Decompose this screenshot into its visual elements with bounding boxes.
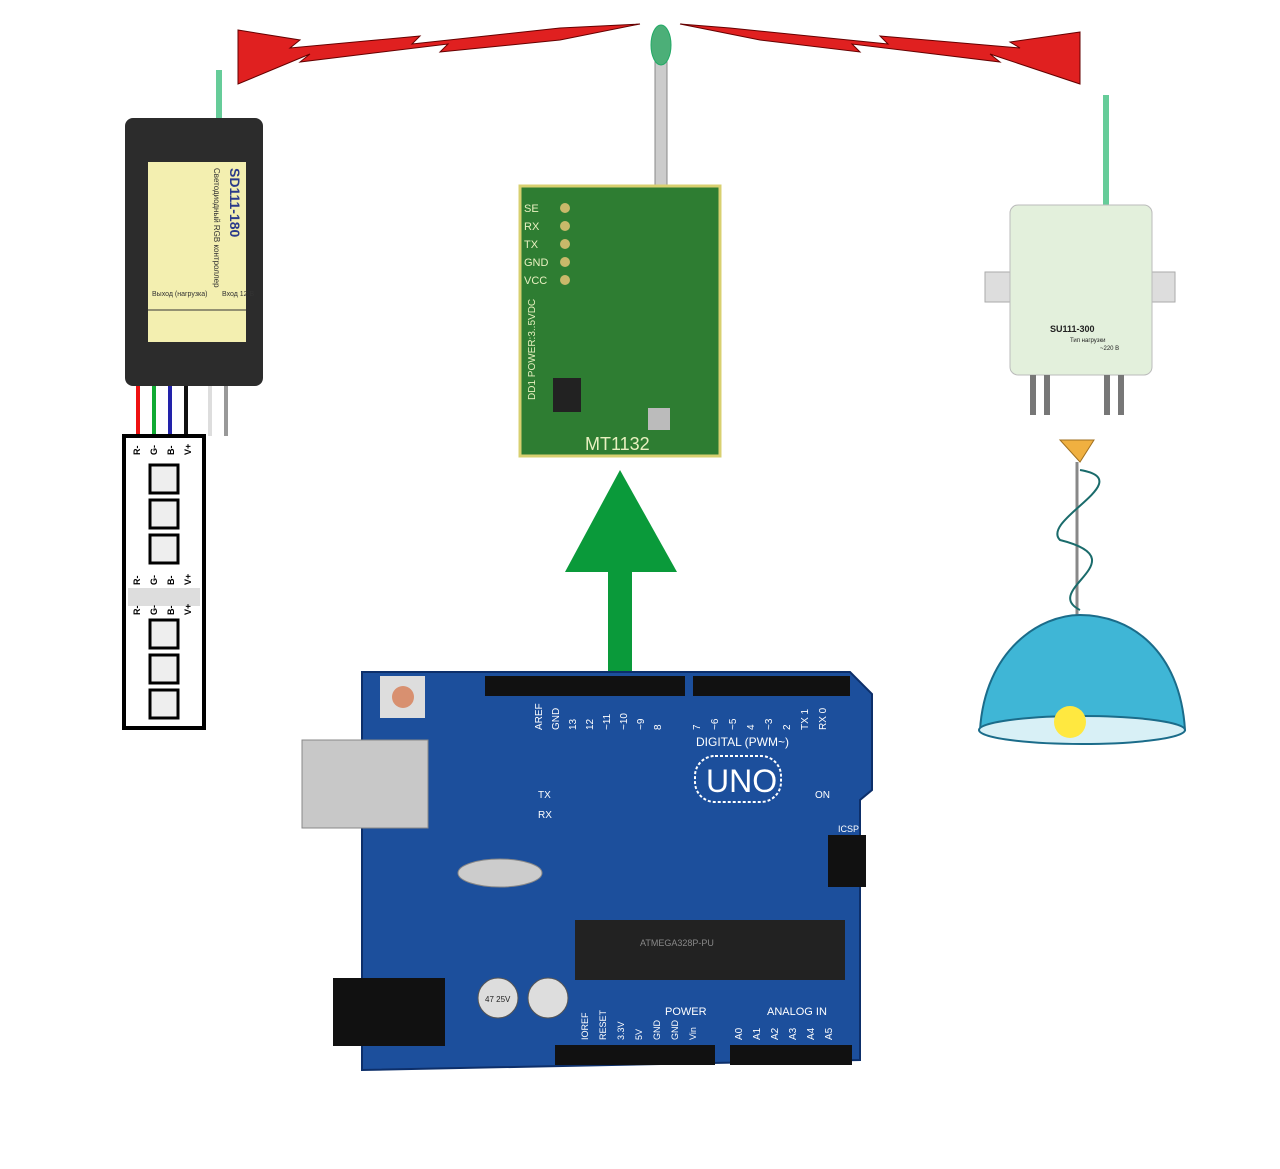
arduino-uno: ATMEGA328P-PU 47 25V ICSP UNO DIGITAL (P…: [301, 671, 873, 1072]
rgb-controller: SD111-180 Светодиодный RGB контроллер Вы…: [125, 70, 263, 436]
relay-model: SU111-300: [1050, 324, 1095, 334]
transmitter-pin-pad: [560, 257, 570, 267]
power-pin-label: 3.3V: [616, 1021, 626, 1040]
analog-pin-label: A0: [734, 1027, 745, 1040]
analog-pin-label: A3: [788, 1027, 799, 1040]
controller-input-label: Вход 12 В: [222, 291, 255, 298]
power-pin-label: IOREF: [580, 1012, 590, 1040]
analog-pin-label: A2: [770, 1027, 781, 1040]
led-chip: [148, 653, 180, 685]
power-pin-label: GND: [652, 1020, 662, 1041]
icsp-label: ICSP: [838, 824, 859, 834]
controller-model: SD111-180: [227, 168, 243, 237]
transmitter-pin-label: GND: [524, 257, 549, 269]
strip-pin-label: V+: [183, 574, 193, 585]
digital-pin-label: 2: [782, 724, 793, 730]
transmitter-pin-label: VCC: [524, 275, 547, 287]
power-header-label: POWER: [665, 1006, 707, 1018]
digital-pin-label: ~9: [636, 718, 647, 730]
radio-signal-right: [679, 23, 1081, 85]
digital-pin-label: TX 1: [800, 708, 811, 730]
strip-pin-label: R-: [132, 606, 142, 616]
analog-header-label: ANALOG IN: [767, 1006, 827, 1018]
led-chip: [148, 533, 180, 565]
digital-pin-label: 4: [746, 724, 757, 730]
transmitter-power-label: DD1 POWER:3..5VDC: [527, 299, 538, 400]
digital-pin-label: ~6: [710, 718, 721, 730]
capacitor-label: 47 25V: [485, 995, 511, 1004]
led-strip: R- G- B- V+ R- G- B- V+ R- G- B- V+: [122, 434, 206, 730]
strip-pin-label: V+: [183, 444, 193, 455]
digital-pin-label: ~5: [728, 718, 739, 730]
strip-pin-label: B-: [166, 446, 176, 456]
digital-pin-label: ~11: [602, 713, 613, 730]
relay-load-label: Тип нагрузки: [1070, 338, 1106, 344]
transmitter-pin-label: SE: [524, 203, 539, 215]
transmitter-pin-label: TX: [524, 239, 539, 251]
digital-pin-label: 12: [585, 718, 596, 730]
strip-pin-label: G-: [149, 605, 159, 615]
digital-pin-label: ~10: [619, 713, 630, 730]
radio-signal-left: [237, 23, 641, 85]
transmitter-pin-pad: [560, 239, 570, 249]
controller-subtitle: Светодиодный RGB контроллер: [212, 168, 221, 288]
led-chip: [148, 498, 180, 530]
transmitter-pin-pad: [560, 203, 570, 213]
transmitter-pin-pad: [560, 221, 570, 231]
digital-pin-label: 13: [568, 718, 579, 730]
power-pin-label: GND: [670, 1020, 680, 1041]
strip-pin-label: V+: [183, 604, 193, 615]
power-pin-label: 5V: [634, 1029, 644, 1040]
digital-pin-label: 7: [692, 724, 703, 730]
strip-pin-label: B-: [166, 606, 176, 616]
transmitter-model: MT1132: [585, 434, 650, 454]
digital-pin-label: GND: [551, 708, 562, 730]
digital-header-label: DIGITAL (PWM~): [696, 735, 789, 749]
digital-pin-label: AREF: [534, 703, 545, 730]
analog-pin-label: A5: [824, 1027, 835, 1040]
power-pin-label: RESET: [598, 1009, 608, 1040]
strip-pin-label: B-: [166, 576, 176, 586]
pendant-lamp: [978, 439, 1187, 745]
transmitter-pin-label: RX: [524, 221, 540, 233]
relay-module: SU111-300 Тип нагрузки ~220 В: [984, 95, 1176, 415]
controller-output-label: Выход (нагрузка): [152, 291, 208, 298]
rx-led-label: RX: [538, 810, 552, 821]
signal-arrow: [565, 470, 677, 672]
strip-pin-label: R-: [132, 446, 142, 456]
arduino-chip-label: ATMEGA328P-PU: [640, 938, 714, 948]
transmitter-antenna: [650, 24, 672, 221]
transmitter-pin-pad: [560, 275, 570, 285]
analog-pin-label: A1: [752, 1027, 763, 1040]
led-chip: [148, 618, 180, 650]
digital-pin-label: ~3: [764, 718, 775, 730]
strip-pin-label: G-: [149, 445, 159, 455]
tx-led-label: TX: [538, 790, 551, 801]
analog-pin-label: A4: [806, 1027, 817, 1040]
digital-pin-label: 8: [653, 724, 664, 730]
power-pin-label: Vin: [688, 1027, 698, 1040]
strip-pin-label: R-: [132, 576, 142, 586]
on-led-label: ON: [815, 790, 830, 801]
led-chip: [148, 463, 180, 495]
digital-pin-label: RX 0: [818, 707, 829, 730]
relay-voltage-label: ~220 В: [1100, 346, 1119, 352]
arduino-board-name: UNO: [706, 763, 777, 799]
led-chip: [148, 688, 180, 720]
strip-pin-label: G-: [149, 575, 159, 585]
transmitter-module: MT1132 DD1 POWER:3..5VDC SE RX TX GND VCC: [518, 184, 722, 458]
